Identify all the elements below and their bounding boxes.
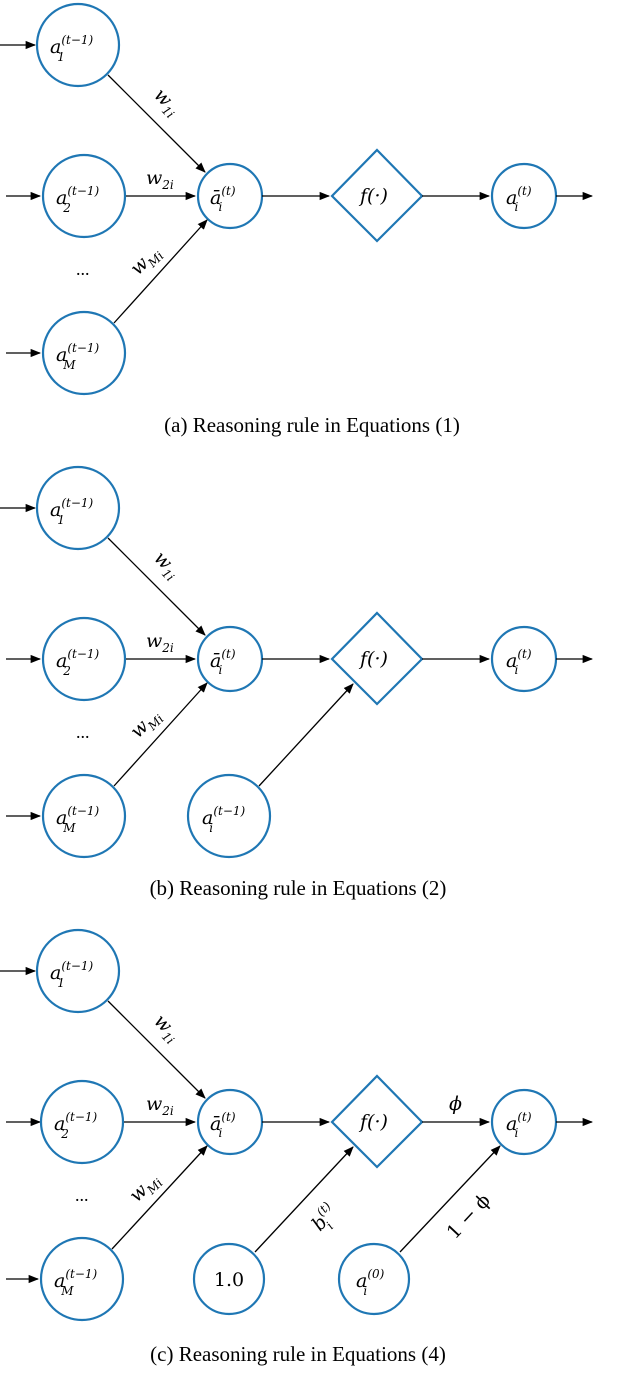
edge-w1 <box>107 1000 206 1099</box>
label-wM: wMi <box>125 1168 166 1209</box>
ellipsis: ... <box>76 722 90 742</box>
label-bias: 1.0 <box>214 1269 244 1291</box>
node-ai-prev <box>186 773 272 859</box>
label-a2: a(t−1)2 <box>54 1110 98 1141</box>
label-w1: w1i <box>147 547 184 584</box>
edge-wM <box>113 682 208 787</box>
caption-a: (a) Reasoning rule in Equations (1) <box>164 413 460 437</box>
label-aM: a(t−1)M <box>56 804 100 835</box>
node-a2 <box>41 153 127 239</box>
label-w1: w1i <box>147 84 184 121</box>
panel-a: a(t−1)1 a(t−1)2 a(t−1)M ā(t)i f(·) a(t)i… <box>0 2 594 437</box>
caption-c: (c) Reasoning rule in Equations (4) <box>150 1342 446 1366</box>
label-f: f(·) <box>358 185 388 207</box>
node-a1 <box>35 465 121 551</box>
label-f: f(·) <box>358 1111 388 1133</box>
node-a1 <box>35 2 121 88</box>
label-a2: a(t−1)2 <box>56 184 100 215</box>
label-abar: ā(t)i <box>210 1110 236 1140</box>
node-aM <box>41 310 127 396</box>
label-w2: w2i <box>146 167 174 192</box>
edge-a0-out <box>399 1145 501 1253</box>
edge-bias-f <box>254 1146 354 1253</box>
label-a1: a(t−1)1 <box>50 959 94 990</box>
edge-ai-prev-f <box>258 683 354 787</box>
label-b: b(t)i <box>305 1199 345 1239</box>
label-a0: a(0)i <box>356 1267 385 1298</box>
label-f: f(·) <box>358 648 388 670</box>
panel-c: a(t−1)1 a(t−1)2 a(t−1)M ā(t)i f(·) a(t)i… <box>0 928 594 1366</box>
ellipsis: ... <box>75 1185 89 1205</box>
label-phi: ϕ <box>449 1093 462 1115</box>
node-a2 <box>39 1079 125 1165</box>
label-out: a(t)i <box>506 1110 532 1140</box>
label-abar: ā(t)i <box>210 184 236 214</box>
node-f <box>330 148 424 243</box>
label-aM: a(t−1)M <box>56 341 100 372</box>
label-w2: w2i <box>146 1093 174 1118</box>
ellipsis: ... <box>76 259 90 279</box>
label-a1: a(t−1)1 <box>50 33 94 64</box>
label-a2: a(t−1)2 <box>56 647 100 678</box>
label-w1: w1i <box>147 1010 184 1047</box>
label-abar: ā(t)i <box>210 647 236 677</box>
node-a1 <box>35 928 121 1014</box>
node-bias <box>192 1242 266 1316</box>
label-a1: a(t−1)1 <box>50 496 94 527</box>
node-a0 <box>337 1242 411 1316</box>
node-f <box>330 1074 424 1169</box>
edge-wM <box>113 219 208 324</box>
node-a2 <box>41 616 127 702</box>
node-aM <box>39 1236 125 1322</box>
label-out: a(t)i <box>506 184 532 214</box>
label-w2: w2i <box>146 630 174 655</box>
node-aM <box>41 773 127 859</box>
caption-b: (b) Reasoning rule in Equations (2) <box>150 876 447 900</box>
label-out: a(t)i <box>506 647 532 677</box>
panel-b: a(t−1)1 a(t−1)2 a(t−1)M ā(t)i f(·) a(t)i… <box>0 465 594 900</box>
node-f <box>330 611 424 706</box>
label-aM: a(t−1)M <box>54 1267 98 1298</box>
edge-w1 <box>107 74 206 173</box>
edge-w1 <box>107 537 206 636</box>
label-wM: wMi <box>126 704 167 745</box>
label-ai-prev: a(t−1)i <box>202 804 246 835</box>
label-wM: wMi <box>126 241 167 282</box>
edge-wM <box>111 1145 208 1250</box>
